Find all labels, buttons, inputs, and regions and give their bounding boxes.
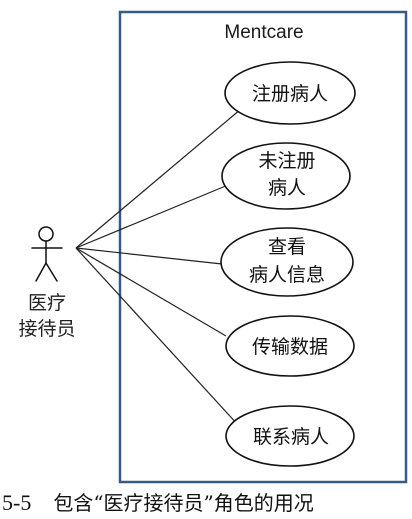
use-case-label-line2: 病人信息 [249, 264, 325, 286]
association-line [75, 247, 240, 427]
figure-number: 5-5 [2, 490, 32, 515]
use-case-label: 联系病人 [253, 426, 329, 448]
association-line [75, 184, 229, 249]
figure-caption: 5-5 包含“医疗接待员”角色的用况 [0, 486, 412, 519]
actor-head [38, 226, 54, 242]
system-title: Mentcare [224, 22, 303, 43]
actor-label-line2: 接待员 [18, 318, 75, 340]
use-case-transfer-data[interactable]: 传输数据 [225, 315, 355, 377]
actor-label-line1: 医疗 [28, 292, 66, 314]
actor-left-leg [35, 262, 47, 282]
use-case-ellipse [221, 142, 351, 210]
use-case-label-line1: 未注册 [258, 150, 315, 172]
use-case-label: 传输数据 [252, 336, 328, 358]
use-case-label-line1: 查看 [268, 236, 306, 258]
use-case-contact-patient[interactable]: 联系病人 [225, 405, 355, 467]
use-case-ellipse [220, 227, 354, 297]
use-case-ellipse [225, 315, 355, 377]
use-case-unregister-patient[interactable]: 未注册 病人 [221, 142, 351, 210]
association-line [75, 108, 242, 249]
use-case-register-patient[interactable]: 注册病人 [224, 61, 356, 125]
association-line [75, 247, 227, 337]
use-case-view-patient-info[interactable]: 查看 病人信息 [220, 227, 354, 297]
actor-right-leg [45, 262, 58, 282]
association-lines [75, 108, 242, 427]
system-boundary [118, 10, 408, 484]
use-case-label: 注册病人 [252, 83, 328, 105]
use-case-ellipse [225, 405, 355, 467]
actor-figure [31, 226, 63, 282]
association-line [75, 247, 223, 265]
figure-caption-text: 包含“医疗接待员”角色的用况 [53, 491, 314, 515]
use-case-ellipse [224, 61, 356, 125]
use-case-label-line2: 病人 [268, 177, 306, 199]
